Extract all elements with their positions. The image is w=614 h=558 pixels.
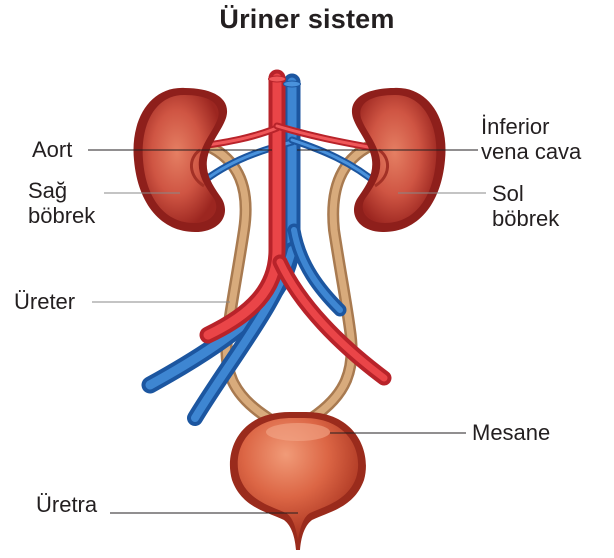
- label-ureter: Üreter: [14, 289, 75, 314]
- label-sag-bobrek-line1: Sağ: [28, 178, 95, 203]
- left-kidney: [352, 88, 446, 232]
- label-inferior-vena-cava: İnferior vena cava: [481, 114, 581, 164]
- label-ivc-line1: İnferior: [481, 114, 581, 139]
- label-ivc-line2: vena cava: [481, 139, 581, 164]
- right-kidney: [133, 88, 227, 232]
- label-sag-bobrek-line2: böbrek: [28, 203, 95, 228]
- label-sag-bobrek: Sağ böbrek: [28, 178, 95, 228]
- label-sol-bobrek-line2: böbrek: [492, 206, 559, 231]
- label-sol-bobrek-line1: Sol: [492, 181, 559, 206]
- bladder-highlight: [266, 423, 330, 441]
- vena-cava-top-cap: [284, 81, 301, 87]
- label-uretra: Üretra: [36, 492, 97, 517]
- label-aort: Aort: [32, 137, 72, 162]
- page-title: Üriner sistem: [0, 4, 614, 35]
- label-sol-bobrek: Sol böbrek: [492, 181, 559, 231]
- aorta-top-cap: [269, 76, 286, 82]
- label-mesane: Mesane: [472, 420, 550, 445]
